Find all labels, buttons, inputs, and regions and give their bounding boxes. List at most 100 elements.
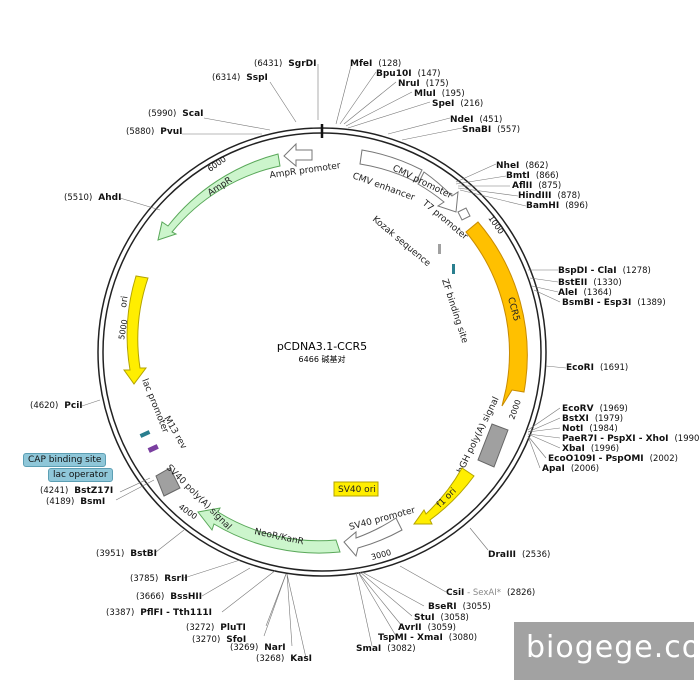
- cap-binding-site-text: CAP binding site: [28, 455, 102, 465]
- leader-apai: [527, 435, 541, 469]
- watermark: biogege.com: [514, 622, 700, 680]
- leader-sspi: [269, 81, 297, 123]
- leader-ahdi: [119, 197, 161, 211]
- leader-paer7i: [527, 433, 561, 439]
- leader-bsmi: [115, 479, 155, 501]
- leader-alei: [531, 285, 559, 293]
- site-label: (3270)SfoI: [192, 635, 246, 645]
- site-label: (3666)BssHII: [136, 592, 202, 602]
- leader-snabi: [401, 127, 463, 141]
- site-label: SpeI(216): [432, 99, 483, 109]
- site-label: EcoRV(1969): [562, 404, 628, 414]
- feature-sv40-promoter-arc: [343, 517, 403, 558]
- leader-spei: [347, 101, 431, 129]
- leader-bstxi: [527, 417, 561, 433]
- leader-stui: [359, 571, 413, 617]
- kozak-label: Kozak sequence: [370, 215, 432, 270]
- leader-mlui: [345, 91, 413, 127]
- site-label: SnaBI(557): [462, 125, 520, 135]
- site-label: ApaI(2006): [542, 464, 599, 474]
- feature-ampr-arc: [157, 153, 281, 241]
- zf-mark: [452, 264, 455, 274]
- leader-rsrii: [183, 559, 241, 579]
- site-label: BstEII(1330): [558, 278, 622, 288]
- feature-sv40polya-label: SV40 poly(A) signal: [164, 463, 233, 532]
- leader-kasi: [286, 573, 307, 659]
- site-label: EcoRI(1691): [566, 363, 628, 373]
- site-label: NotI(1984): [562, 424, 618, 434]
- site-label: EcoO109I - PspOMI(2002): [548, 454, 678, 464]
- leader-csii: [399, 565, 447, 593]
- leader-lines: [81, 61, 567, 659]
- site-label: (5990)ScaI: [148, 109, 204, 119]
- inner-features: Kozak sequence ZF binding site SV40 ori: [333, 215, 469, 497]
- site-labels: (6431)SgrDI (6314)SspI (5990)ScaI (5880)…: [30, 59, 700, 664]
- feature-ampr-promoter-arc: [283, 142, 313, 168]
- lac-operator-text: lac operator: [53, 470, 108, 480]
- feature-neor-arc: [197, 507, 341, 554]
- feature-bgh-box: [477, 423, 509, 468]
- feature-t7-arrow: [457, 207, 471, 221]
- plasmid-length: 6466 碱基对: [299, 354, 346, 364]
- site-label: (3268)KasI: [256, 654, 312, 664]
- feature-f1ori-arc: [413, 467, 475, 525]
- leader-nari: [286, 573, 293, 647]
- leader-bsmbi: [533, 289, 561, 303]
- leader-noti: [527, 427, 561, 433]
- leader-ecorv: [527, 407, 561, 431]
- feature-ori-arc: [123, 275, 149, 385]
- feature-m13rev-label: M13 rev: [161, 415, 188, 452]
- site-label: NheI(862): [496, 161, 548, 171]
- tick-6000: 6000: [206, 155, 228, 174]
- leader-hindiii: [457, 187, 519, 197]
- site-label: (4241)BstZ17I: [40, 486, 113, 496]
- leader-scai: [203, 117, 271, 131]
- site-label: (3387)PflFI - Tth111I: [106, 608, 212, 618]
- site-label: BstXI(1979): [562, 414, 623, 424]
- site-label: (3951)BstBI: [96, 549, 157, 559]
- tick-5000: 5000: [117, 319, 129, 341]
- leader-avrii: [357, 571, 403, 627]
- site-label: BspDI - ClaI(1278): [558, 266, 651, 276]
- site-label: HindIII(878): [518, 191, 580, 201]
- feature-cmv-enhancer-arc: [359, 149, 423, 183]
- site-label: BsmBI - Esp3I(1389): [562, 298, 666, 308]
- leader-pcii: [81, 399, 101, 407]
- leader-smai: [355, 571, 373, 647]
- site-label: CsiI - SexAI*(2826): [446, 588, 535, 598]
- site-label: TspMI - XmaI(3080): [378, 633, 477, 643]
- site-label: Bpu10I(147): [376, 69, 440, 79]
- lac-operator-tag: lac operator: [48, 468, 113, 482]
- leader-bsteii: [529, 277, 559, 283]
- leader-bmti: [455, 175, 507, 185]
- site-label: (5880)PvuI: [126, 127, 182, 137]
- site-label: BamHI(896): [526, 201, 588, 211]
- sv40-ori-box: [333, 481, 379, 497]
- site-label: NruI(175): [398, 79, 449, 89]
- site-label: MluI(195): [414, 89, 465, 99]
- feature-sv40polya-box: [155, 467, 181, 497]
- site-label: SmaI(3082): [356, 644, 416, 654]
- kozak-mark: [438, 244, 441, 254]
- site-label: AflII(875): [512, 181, 561, 191]
- feature-ccr5-arc: [465, 221, 528, 407]
- site-label: AleI(1364): [558, 288, 612, 298]
- leader-ndei: [387, 117, 451, 135]
- leader-arru: [343, 81, 397, 125]
- leader-ecori: [545, 365, 567, 369]
- site-label: StuI(3058): [414, 613, 469, 623]
- site-label: BseRI(3055): [428, 602, 491, 612]
- feature-lacop-mark: [147, 444, 159, 453]
- zf-label: ZF binding site: [439, 278, 469, 345]
- leader-nhei: [455, 163, 497, 183]
- leader-bstbi: [155, 529, 185, 553]
- watermark-text: biogege.com: [526, 630, 700, 665]
- site-label: NdeI(451): [450, 115, 502, 125]
- leader-bamhi: [459, 189, 527, 207]
- site-label: (3785)RsrII: [130, 574, 188, 584]
- leader-sfoi: [263, 573, 287, 637]
- feature-ori-label: ori: [119, 295, 131, 308]
- leader-bpu10i: [339, 71, 377, 125]
- site-label: (3272)PluTI: [186, 623, 246, 633]
